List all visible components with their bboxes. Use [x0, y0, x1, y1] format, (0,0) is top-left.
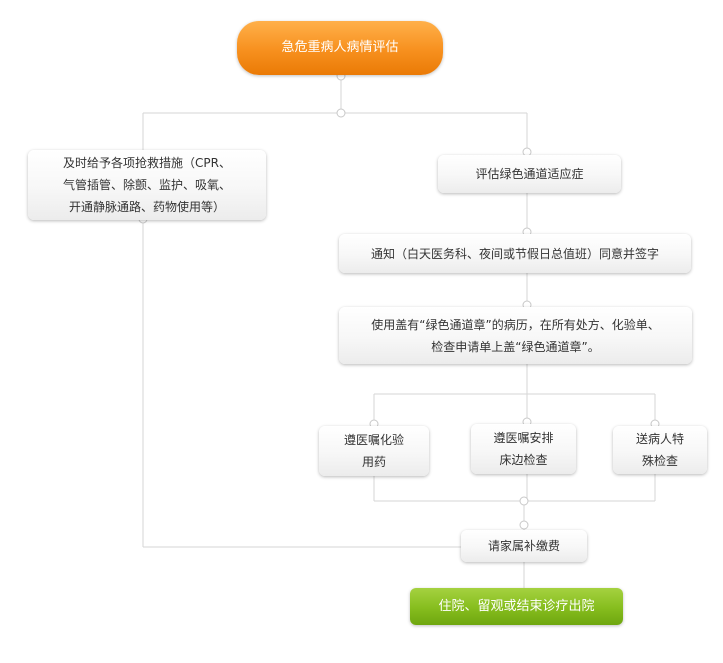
- rescue-line-3: 开通静脉通路、药物使用等）: [68, 200, 225, 214]
- start-node: 急危重病人病情评估: [237, 21, 443, 75]
- start-label: 急危重病人病情评估: [281, 40, 399, 55]
- connector-dot: [336, 108, 346, 118]
- rescue-measures-node: 及时给予各项抢救措施（CPR、 气管插管、除颤、监护、吸氧、 开通静脉通路、药物…: [28, 150, 266, 220]
- special-exam-line-1: 送病人特: [635, 432, 684, 446]
- special-exam-node: 送病人特 殊检查: [613, 426, 707, 474]
- special-exam-line-2: 殊检查: [641, 454, 678, 468]
- connector-dot: [519, 520, 529, 530]
- stamp-line-1: 使用盖有“绿色通道章”的病历，在所有处方、化验单、: [371, 317, 660, 332]
- end-node: 住院、留观或结束诊疗出院: [410, 588, 623, 625]
- rescue-line-2: 气管插管、除颤、监护、吸氧、: [62, 178, 231, 192]
- bedside-exam-node: 遵医嘱安排 床边检查: [471, 424, 576, 474]
- stamp-node: 使用盖有“绿色通道章”的病历，在所有处方、化验单、 检查申请单上盖“绿色通道章”…: [339, 307, 692, 364]
- assess-green-channel-node: 评估绿色通道适应症: [438, 155, 621, 193]
- assess-label: 评估绿色通道适应症: [475, 167, 584, 181]
- payment-label: 请家属补缴费: [487, 539, 560, 553]
- connector-dot: [519, 496, 529, 506]
- notify-label: 通知（白天医务科、夜间或节假日总值班）同意并签字: [370, 246, 659, 261]
- lab-medication-node: 遵医嘱化验 用药: [319, 426, 429, 476]
- bedside-exam-line-1: 遵医嘱安排: [493, 431, 554, 445]
- stamp-line-2: 检查申请单上盖“绿色通道章”。: [431, 339, 600, 354]
- lab-medication-line-2: 用药: [361, 455, 386, 469]
- end-label: 住院、留观或结束诊疗出院: [438, 598, 595, 614]
- bedside-exam-line-2: 床边检查: [499, 453, 548, 467]
- lab-medication-line-1: 遵医嘱化验: [343, 433, 404, 447]
- rescue-line-1: 及时给予各项抢救措施（CPR、: [63, 156, 231, 170]
- payment-node: 请家属补缴费: [461, 530, 587, 562]
- notify-node: 通知（白天医务科、夜间或节假日总值班）同意并签字: [339, 234, 691, 273]
